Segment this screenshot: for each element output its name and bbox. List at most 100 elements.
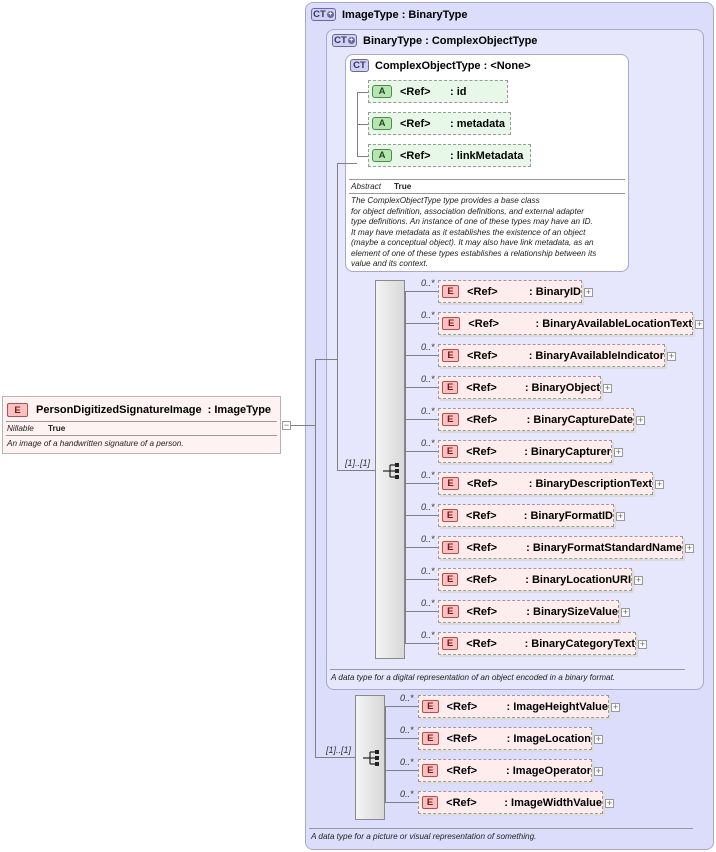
binary-element-10[interactable]: E<Ref>: BinarySizeValue (438, 600, 619, 623)
element-connector (386, 706, 418, 707)
element-occurrence: 0..* (400, 789, 414, 799)
attribute-icon: A (372, 85, 392, 98)
description-line: for object definition, association defin… (351, 206, 585, 216)
expand-toggle[interactable]: + (695, 319, 704, 329)
element-ref: <Ref> (446, 732, 478, 745)
root-element-person-digitized-signature-image[interactable]: E PersonDigitizedSignatureImage : ImageT… (2, 396, 281, 454)
element-connector (406, 387, 438, 388)
image-element-1[interactable]: E<Ref>: ImageLocation (418, 727, 592, 750)
expand-toggle[interactable]: + (638, 639, 647, 649)
element-name: : BinaryLocationURI (525, 573, 631, 586)
image-element-2[interactable]: E<Ref>: ImageOperator (418, 759, 592, 782)
abstract-label: Abstract (351, 182, 382, 191)
element-name: : ImageHeightValue (506, 700, 608, 713)
expand-toggle[interactable]: + (603, 383, 612, 393)
description-line: The ComplexObjectType type provides a ba… (351, 196, 540, 205)
image-element-0[interactable]: E <Ref> : ImageHeightValue (418, 695, 609, 718)
expand-toggle[interactable]: + (667, 351, 676, 361)
description-line: value and its context. (351, 259, 428, 268)
attribute-name: : metadata (450, 117, 506, 130)
image-type-header[interactable]: CT+ ImageType : BinaryType (311, 8, 468, 21)
binary-element-9[interactable]: E<Ref>: BinaryLocationURI (438, 568, 632, 591)
element-icon: E (442, 605, 459, 618)
element-icon: E (442, 317, 461, 330)
attribute-link-metadata[interactable]: A <Ref> : linkMetadata (368, 144, 531, 167)
binary-element-5[interactable]: E<Ref>: BinaryCapturer (438, 440, 612, 463)
element-occurrence: 0..* (421, 342, 435, 352)
binary-element-1[interactable]: E<Ref>: BinaryAvailableLocationText (438, 312, 693, 335)
complex-object-type-header[interactable]: CT ComplexObjectType : <None> (350, 59, 531, 72)
element-occurrence: 0..* (421, 566, 435, 576)
element-connector (406, 323, 438, 324)
divider (349, 193, 625, 194)
expand-toggle[interactable]: + (605, 798, 614, 808)
element-ref: <Ref> (467, 477, 498, 490)
binary-element-7[interactable]: E<Ref>: BinaryFormatID (438, 504, 614, 527)
element-name: : BinaryDescriptionText (528, 477, 652, 490)
nillable-value: True (48, 424, 66, 433)
expand-toggle[interactable]: + (614, 447, 623, 457)
sequence-occurrence: [1]..[1] (326, 745, 352, 755)
binary-element-0[interactable]: E<Ref>: BinaryID (438, 280, 582, 303)
element-name: : BinaryCapturer (524, 445, 611, 458)
divider (6, 435, 277, 436)
attribute-name: : id (450, 85, 467, 98)
type-connector (315, 757, 355, 758)
element-occurrence: 0..* (421, 534, 435, 544)
element-icon: E (422, 700, 439, 713)
expand-toggle[interactable]: + (621, 607, 630, 617)
element-icon: E (442, 573, 459, 586)
attribute-metadata[interactable]: A <Ref> : metadata (368, 112, 511, 135)
expand-toggle[interactable]: + (611, 702, 620, 712)
binary-element-6[interactable]: E <Ref> : BinaryDescriptionText (438, 472, 653, 495)
sequence-occurrence: [1]..[1] (345, 458, 371, 468)
element-ref: <Ref> (466, 541, 498, 554)
binary-element-4[interactable]: E<Ref>: BinaryCaptureDate (438, 408, 634, 431)
element-occurrence: 0..* (421, 630, 435, 640)
attribute-id[interactable]: A <Ref> : id (368, 80, 508, 103)
element-icon: E (442, 637, 459, 650)
attribute-connector (357, 156, 368, 157)
expand-toggle[interactable]: + (685, 543, 694, 553)
element-connector (406, 355, 438, 356)
abstract-value: True (394, 182, 412, 191)
root-element-description: An image of a handwritten signature of a… (7, 439, 184, 448)
image-sequence-compositor[interactable] (355, 695, 385, 820)
binary-element-2[interactable]: E<Ref>: BinaryAvailableIndicator (438, 344, 665, 367)
binary-element-8[interactable]: E<Ref>: BinaryFormatStandardName (438, 536, 683, 559)
element-ref: <Ref> (446, 700, 478, 713)
element-ref: <Ref> (467, 349, 498, 362)
complex-object-type-description: The ComplexObjectType type provides a ba… (351, 196, 627, 270)
expand-toggle[interactable]: + (636, 415, 645, 425)
element-icon: E (442, 477, 460, 490)
image-element-3[interactable]: E<Ref>: ImageWidthValue (418, 791, 603, 814)
element-connector (406, 611, 438, 612)
element-name: : BinaryID (529, 285, 581, 298)
element-occurrence: 0..* (400, 693, 414, 703)
element-occurrence: 0..* (421, 278, 435, 288)
element-ref: <Ref> (467, 285, 498, 298)
element-ref: <Ref> (466, 381, 497, 394)
expand-toggle[interactable]: + (616, 511, 625, 521)
binary-element-3[interactable]: E<Ref>: BinaryObject (438, 376, 601, 399)
expand-toggle[interactable]: + (594, 734, 603, 744)
binary-type-header[interactable]: CT+ BinaryType : ComplexObjectType (332, 34, 537, 47)
collapse-toggle[interactable]: − (282, 420, 291, 430)
element-name: : BinaryObject (524, 381, 600, 394)
element-ref: <Ref> (466, 445, 497, 458)
binary-element-11[interactable]: E<Ref>: BinaryCategoryText (438, 632, 636, 655)
expand-toggle[interactable]: + (584, 287, 593, 297)
expand-toggle[interactable]: + (655, 479, 664, 489)
element-name: : BinaryFormatID (523, 509, 613, 522)
expand-toggle[interactable]: + (634, 575, 643, 585)
element-icon: E (442, 413, 459, 426)
type-connector (337, 163, 338, 471)
description-line: element of one of these types establishe… (351, 248, 597, 258)
element-connector (386, 738, 418, 739)
element-icon: E (422, 732, 439, 745)
divider (349, 179, 625, 180)
expand-toggle[interactable]: + (594, 766, 603, 776)
binary-sequence-compositor[interactable] (375, 280, 405, 659)
element-ref: <Ref> (466, 413, 498, 426)
attribute-connector (357, 92, 368, 93)
